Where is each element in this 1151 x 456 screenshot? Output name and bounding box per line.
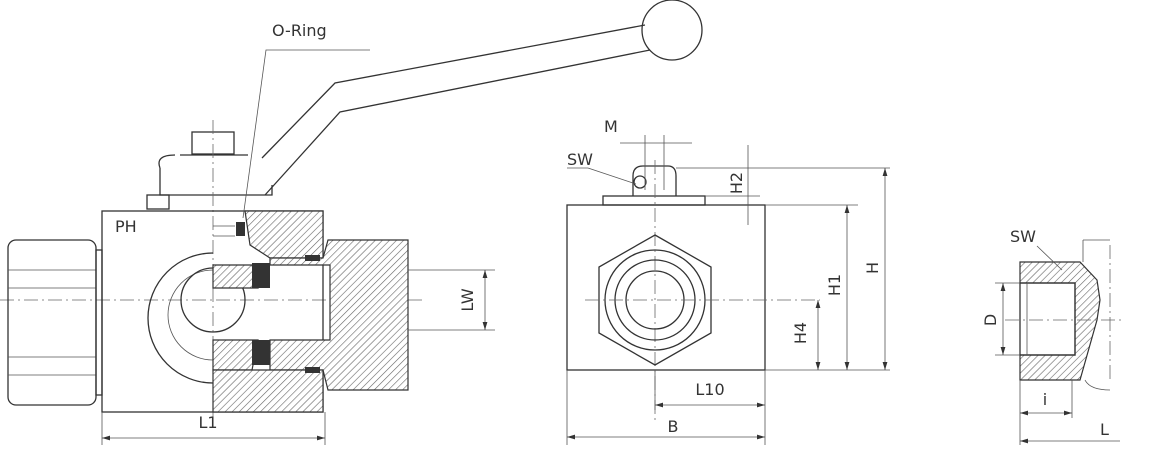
cap-view: SW D i L xyxy=(981,227,1125,445)
l10-label: L10 xyxy=(695,380,724,399)
cap-section xyxy=(1019,261,1101,381)
lw-label: LW xyxy=(458,288,477,311)
front-body xyxy=(566,204,766,371)
m-label: M xyxy=(604,117,618,136)
h4-label: H4 xyxy=(791,322,810,344)
b-label: B xyxy=(668,417,679,436)
seal-bottom xyxy=(252,340,270,365)
fitting-section xyxy=(269,239,409,391)
hex-port xyxy=(598,234,712,366)
section-top xyxy=(244,210,324,259)
o-ring xyxy=(236,222,245,236)
handle-knob xyxy=(641,0,703,61)
l-label: L xyxy=(1100,420,1109,439)
seal-top xyxy=(252,263,270,288)
side-view: PH O-Ring LW L1 xyxy=(0,0,703,445)
l1-label: L1 xyxy=(198,413,217,432)
front-view: M SW H2 H H1 H4 L10 B xyxy=(566,117,890,445)
ph-label: PH xyxy=(115,217,137,236)
h2-label: H2 xyxy=(727,172,746,194)
h1-label: H1 xyxy=(825,274,844,296)
oring-leader xyxy=(242,49,370,219)
cap-sw-label: SW xyxy=(1010,227,1036,246)
h-label: H xyxy=(863,262,882,274)
d-label: D xyxy=(981,314,1000,326)
oring-label: O-Ring xyxy=(272,21,327,40)
sw-label: SW xyxy=(567,150,593,169)
hex-nut-left xyxy=(7,239,103,406)
i-label: i xyxy=(1043,390,1047,409)
